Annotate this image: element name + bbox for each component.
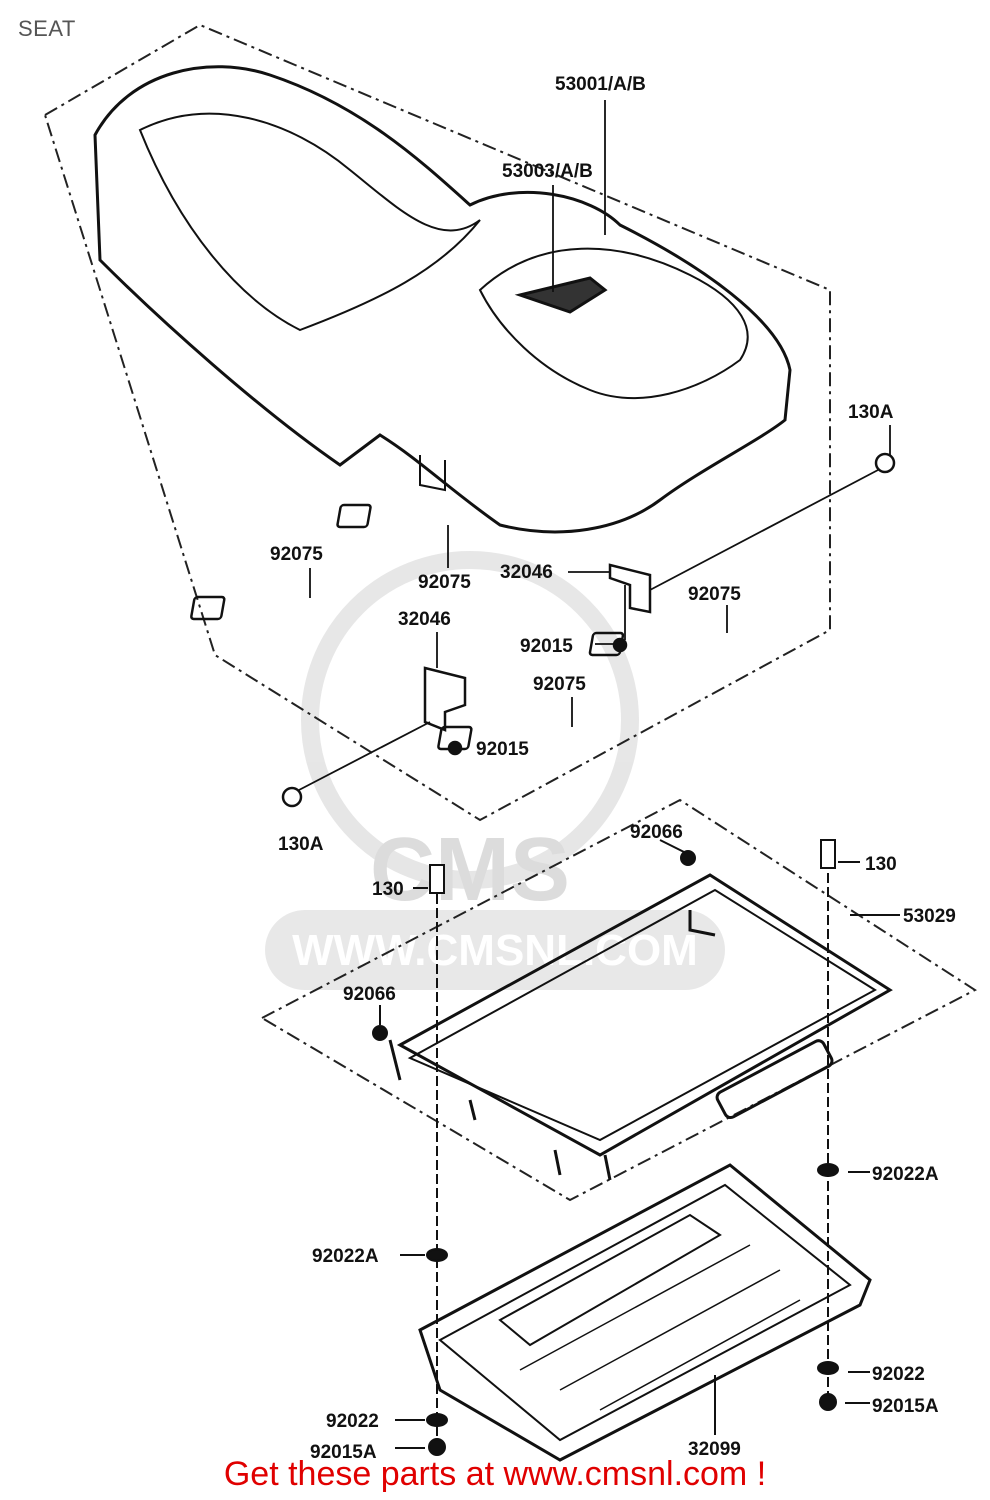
label-92022a-right: 92022A bbox=[872, 1164, 939, 1185]
label-92022a-left: 92022A bbox=[312, 1246, 379, 1267]
label-92015-left: 92015 bbox=[476, 739, 529, 760]
frame-assembly-outline bbox=[259, 798, 977, 1202]
seat-body bbox=[93, 65, 792, 534]
label-92022-right: 92022 bbox=[872, 1364, 925, 1385]
label-92075-right: 92075 bbox=[688, 584, 741, 605]
lower-fasteners bbox=[372, 839, 900, 1456]
part-labels: 53001/A/B 53003/A/B 130A 92075 92075 320… bbox=[270, 74, 956, 1463]
label-92075-center: 92075 bbox=[418, 572, 471, 593]
label-53001: 53001/A/B bbox=[555, 74, 646, 95]
footer-link-text[interactable]: Get these parts at www.cmsnl.com ! bbox=[223, 1455, 767, 1493]
label-92015-right: 92015 bbox=[520, 636, 573, 657]
label-92075-lower: 92075 bbox=[533, 674, 586, 695]
seat-pan bbox=[418, 1163, 872, 1462]
seat-fasteners bbox=[190, 452, 896, 808]
label-92066-top: 92066 bbox=[630, 822, 683, 843]
seat-assembly-outline bbox=[43, 23, 831, 822]
label-92075-left: 92075 bbox=[270, 544, 323, 565]
label-53029: 53029 bbox=[903, 906, 956, 927]
label-92015a-left: 92015A bbox=[310, 1442, 377, 1463]
label-130-left: 130 bbox=[372, 879, 404, 900]
label-92022-left: 92022 bbox=[326, 1411, 379, 1432]
label-53003: 53003/A/B bbox=[502, 161, 593, 182]
leader-lines-upper bbox=[298, 100, 891, 791]
watermark-logo: CMS WWW.CMSNL.COM bbox=[265, 551, 725, 990]
page-title: SEAT bbox=[18, 16, 76, 41]
label-32099: 32099 bbox=[688, 1439, 741, 1460]
label-32046-left: 32046 bbox=[398, 609, 451, 630]
label-92066-left: 92066 bbox=[343, 984, 396, 1005]
label-130-right: 130 bbox=[865, 854, 897, 875]
label-130a-bottom: 130A bbox=[278, 834, 324, 855]
label-130a-top: 130A bbox=[848, 402, 894, 423]
seat-frame bbox=[388, 873, 893, 1181]
label-32046-right: 32046 bbox=[500, 562, 553, 583]
label-92015a-right: 92015A bbox=[872, 1396, 939, 1417]
watermark-logo-text: CMS bbox=[370, 820, 570, 920]
